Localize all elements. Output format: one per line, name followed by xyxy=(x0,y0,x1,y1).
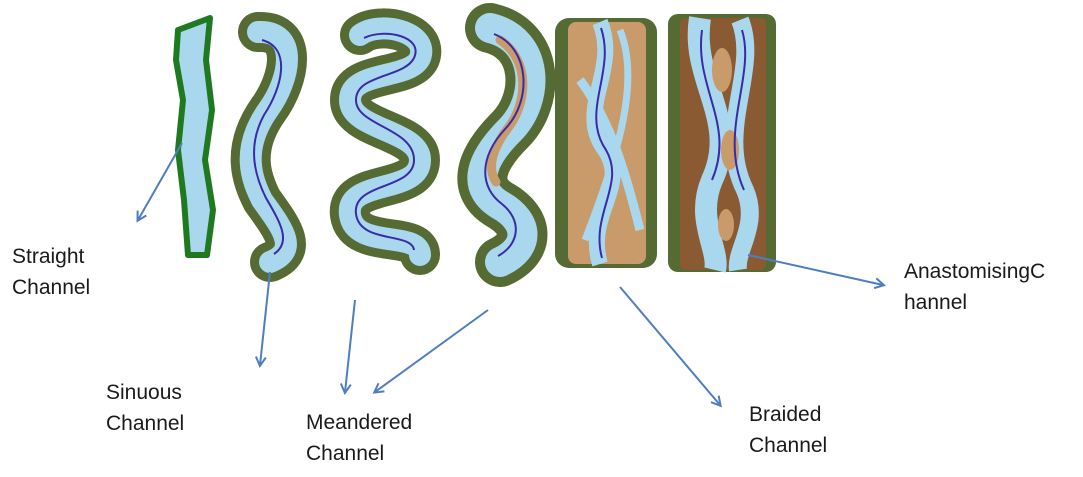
arrow-sinuous xyxy=(260,272,270,365)
label-anastomising-channel: AnastomisingC hannel xyxy=(904,256,1045,318)
label-straight-line2: Channel xyxy=(12,272,90,303)
label-anastomising-line1: AnastomisingC xyxy=(904,256,1045,287)
label-sinuous-channel: Sinuous Channel xyxy=(106,377,184,439)
meandered-channel-illustration-2 xyxy=(482,28,530,262)
arrow-meandered-1 xyxy=(345,300,355,392)
straight-channel-illustration xyxy=(176,18,213,255)
label-braided-line1: Braided xyxy=(749,399,827,430)
sinuous-channel-illustration xyxy=(251,32,287,262)
meandered-channel-illustration-1 xyxy=(350,28,422,255)
arrow-meandered-2 xyxy=(375,310,488,392)
label-meandered-channel: Meandered Channel xyxy=(306,407,412,469)
label-anastomising-line2: hannel xyxy=(904,287,1045,318)
anastomising-channel-illustration xyxy=(668,14,776,272)
label-straight-channel: Straight Channel xyxy=(12,241,90,303)
label-braided-line2: Channel xyxy=(749,430,827,461)
label-sinuous-line2: Channel xyxy=(106,408,184,439)
label-meandered-line1: Meandered xyxy=(306,407,412,438)
arrow-straight xyxy=(138,143,182,220)
arrow-braided xyxy=(620,287,720,405)
label-sinuous-line1: Sinuous xyxy=(106,377,184,408)
label-braided-channel: Braided Channel xyxy=(749,399,827,461)
label-straight-line1: Straight xyxy=(12,241,90,272)
braided-channel-illustration xyxy=(555,18,657,268)
label-meandered-line2: Channel xyxy=(306,438,412,469)
